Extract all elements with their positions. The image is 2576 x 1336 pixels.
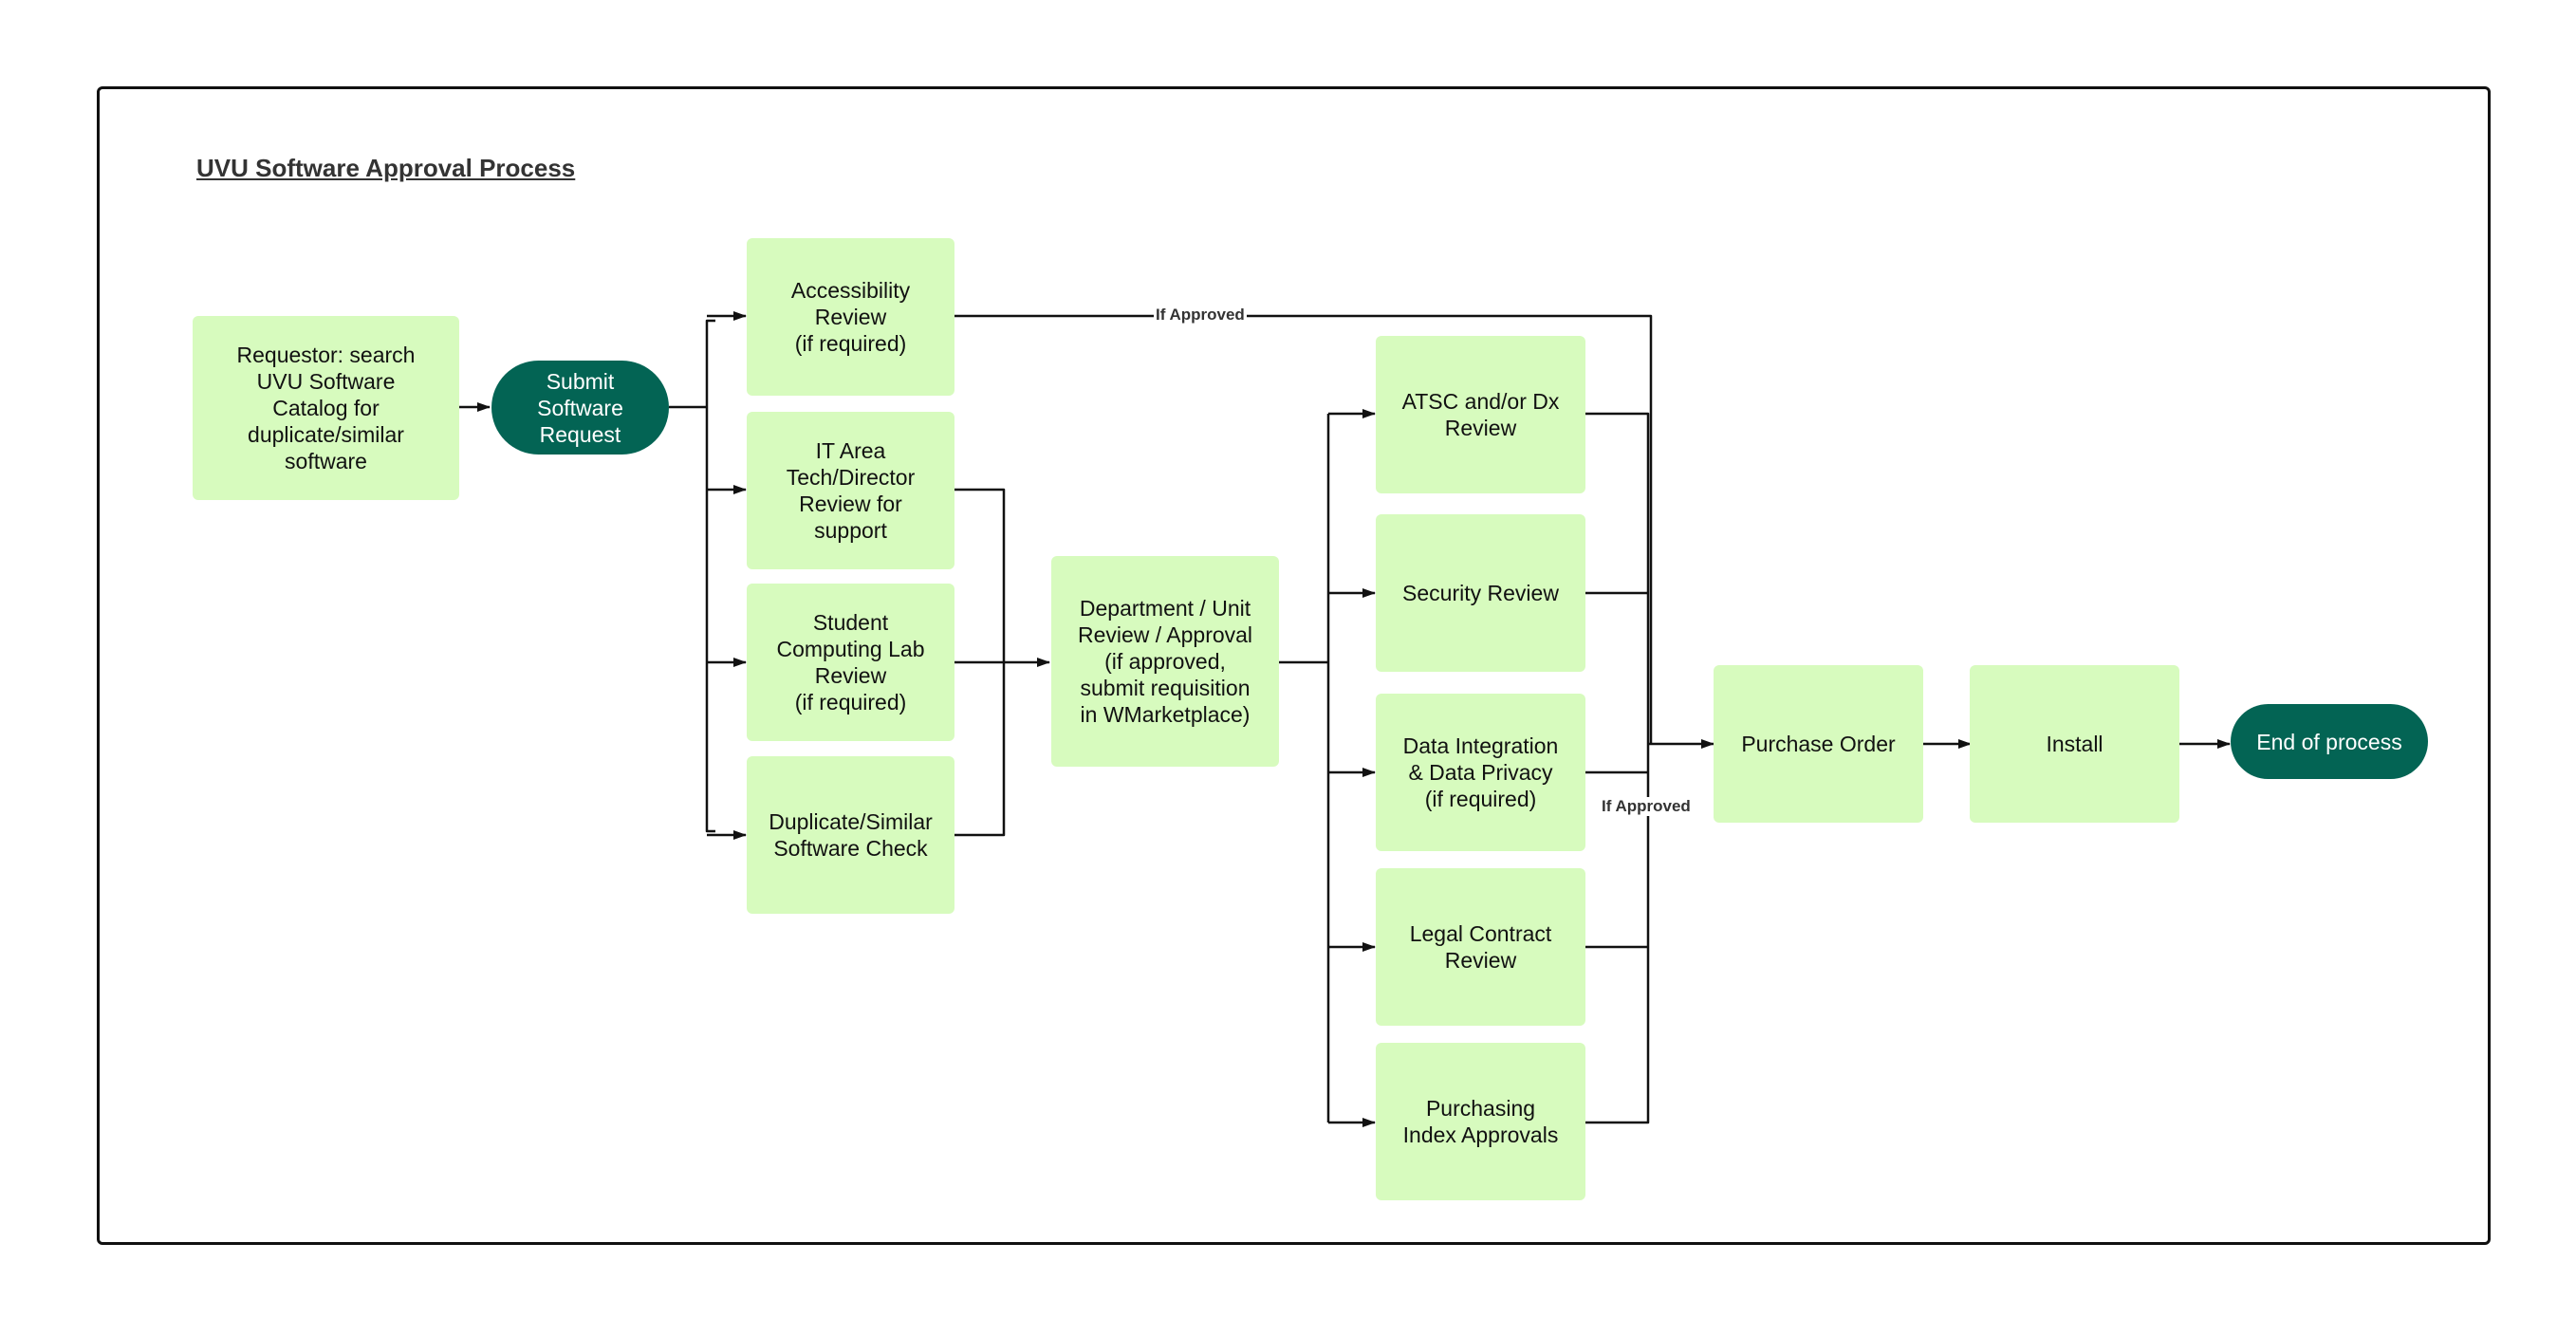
node-atsc-review: ATSC and/or Dx Review: [1376, 336, 1585, 493]
node-security-review: Security Review: [1376, 514, 1585, 672]
diagram-title: UVU Software Approval Process: [196, 154, 576, 182]
node-purchasing-index: Purchasing Index Approvals: [1376, 1043, 1585, 1200]
node-legal-review: Legal Contract Review: [1376, 868, 1585, 1026]
node-student-lab-review: Student Computing Lab Review (if require…: [747, 584, 954, 741]
node-data-privacy: Data Integration & Data Privacy (if requ…: [1376, 694, 1585, 851]
node-install: Install: [1970, 665, 2179, 823]
node-accessibility-review: Accessibility Review (if required): [747, 238, 954, 396]
node-duplicate-check: Duplicate/Similar Software Check: [747, 756, 954, 914]
label-if-approved-accessibility: If Approved: [1154, 306, 1247, 325]
diagram-frame: [97, 86, 2491, 1245]
label-if-approved-reviews: If Approved: [1600, 797, 1693, 816]
node-department-review: Department / Unit Review / Approval (if …: [1051, 556, 1279, 767]
node-submit-request: Submit Software Request: [491, 361, 669, 455]
node-end-process: End of process: [2231, 704, 2428, 779]
node-purchase-order: Purchase Order: [1714, 665, 1923, 823]
node-requestor-search: Requestor: search UVU Software Catalog f…: [193, 316, 459, 500]
edge-atsc-out: [1585, 412, 1650, 744]
edge-reviews-trunk: [705, 319, 715, 833]
edge-purchasing-out: [1585, 744, 1650, 1124]
node-it-area-review: IT Area Tech/Director Review for support: [747, 412, 954, 569]
